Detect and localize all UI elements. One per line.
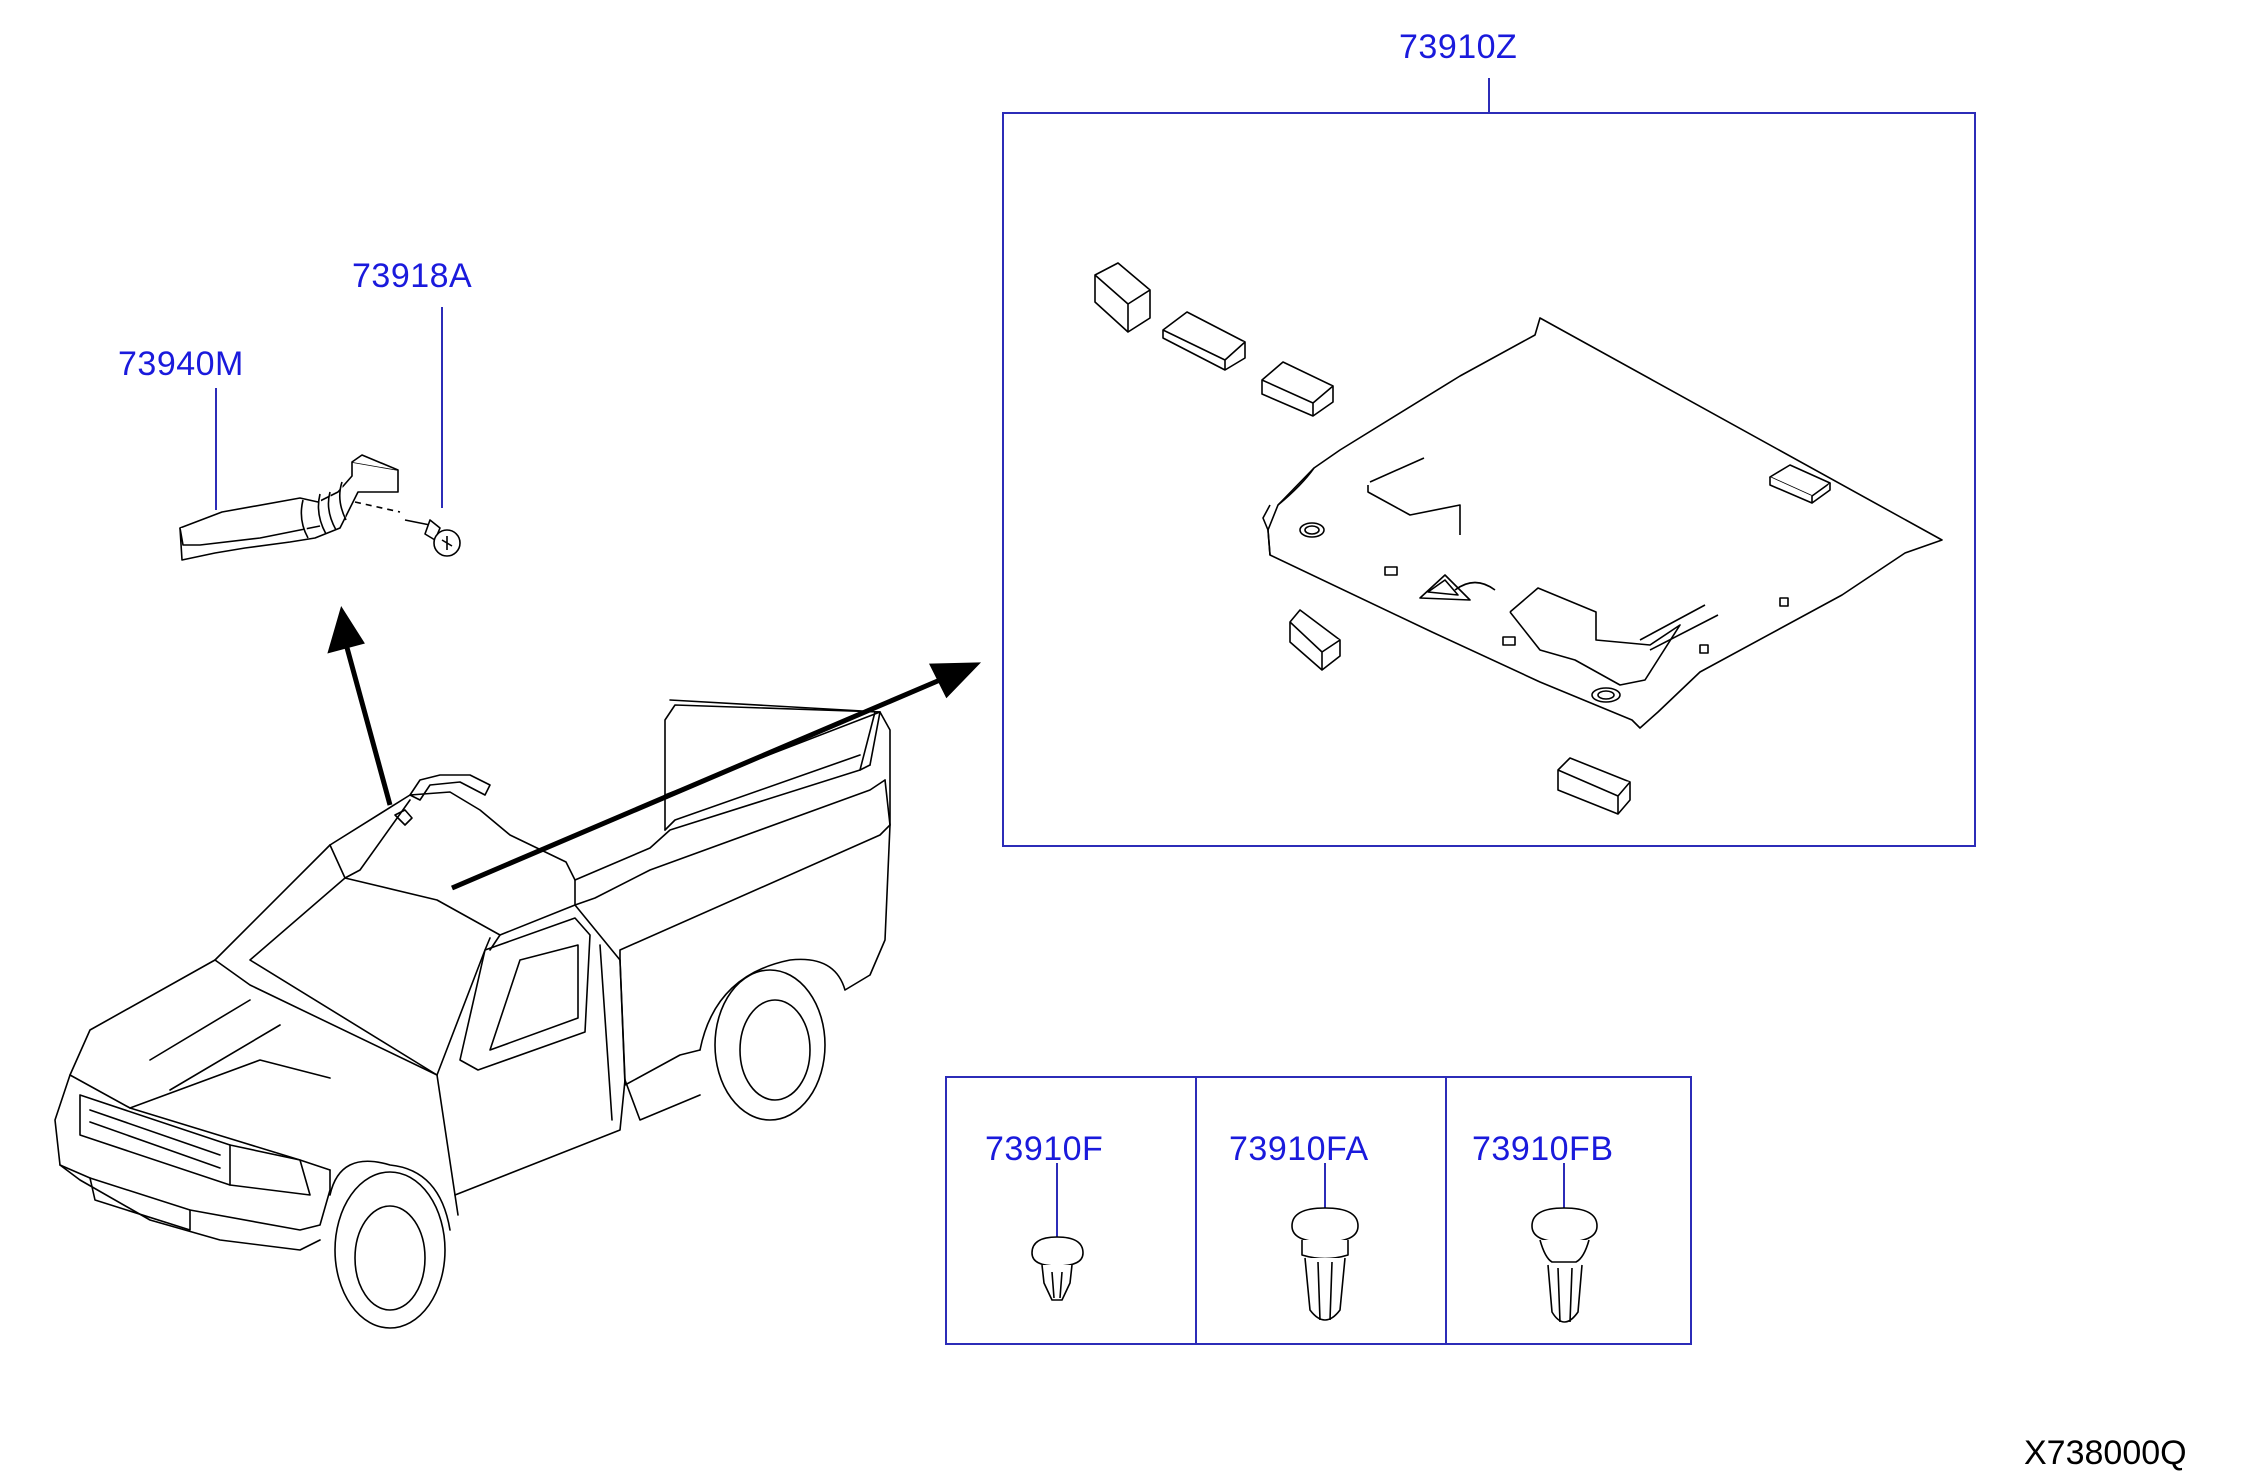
part-number-headlining: 73910Z [1399, 28, 1518, 66]
part-number-bolt: 73918A [352, 257, 473, 295]
clips-frame [945, 1076, 1692, 1345]
bolt [354, 501, 461, 557]
foam-pads [1094, 262, 1831, 815]
clip-leaders [1056, 1163, 1565, 1237]
part-number-clip-fb: 73910FB [1472, 1130, 1614, 1168]
headlining-panel [1262, 317, 1943, 729]
diagram-code: X738000Q [2024, 1434, 2187, 1472]
part-number-clip-fa: 73910FA [1229, 1130, 1369, 1168]
clip-fb-icon [1531, 1207, 1598, 1323]
pickup-truck [54, 699, 891, 1329]
clip-f-icon [1031, 1236, 1084, 1301]
assist-grip [179, 454, 399, 561]
callout-arrows [327, 605, 982, 891]
part-number-clip-f: 73910F [985, 1130, 1104, 1168]
part-number-assist-grip: 73940M [118, 345, 244, 383]
clip-fa-icon [1291, 1207, 1359, 1321]
